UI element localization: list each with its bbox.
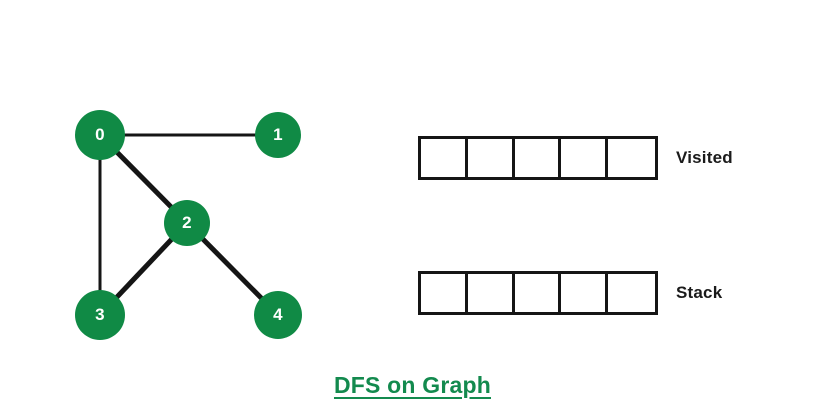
visited-array-row: Visited — [418, 136, 733, 180]
stack-cell-2[interactable] — [514, 274, 562, 312]
graph-node-0[interactable] — [75, 110, 125, 160]
stack-array-cells — [418, 271, 658, 315]
caption-text: DFS on Graph — [333, 372, 491, 398]
visited-cell-1[interactable] — [467, 139, 515, 177]
graph-node-1[interactable] — [255, 112, 301, 158]
visited-cell-4[interactable] — [608, 139, 655, 177]
graph-node-layer — [75, 110, 302, 340]
graph-node-3[interactable] — [75, 290, 125, 340]
stack-cell-4[interactable] — [608, 274, 655, 312]
visited-cell-2[interactable] — [514, 139, 562, 177]
stack-cell-1[interactable] — [467, 274, 515, 312]
graph-node-2[interactable] — [164, 200, 210, 246]
stack-array-label: Stack — [675, 283, 723, 302]
stack-cell-3[interactable] — [561, 274, 609, 312]
stack-array-row: Stack — [418, 271, 722, 315]
visited-cell-3[interactable] — [561, 139, 609, 177]
visited-cell-0[interactable] — [421, 139, 468, 177]
stack-cell-0[interactable] — [421, 274, 468, 312]
caption: DFS on Graph — [0, 372, 825, 399]
visited-array-cells — [418, 136, 658, 180]
visited-array-label: Visited — [675, 148, 733, 167]
graph-svg — [75, 110, 302, 340]
graph-node-4[interactable] — [254, 291, 302, 339]
